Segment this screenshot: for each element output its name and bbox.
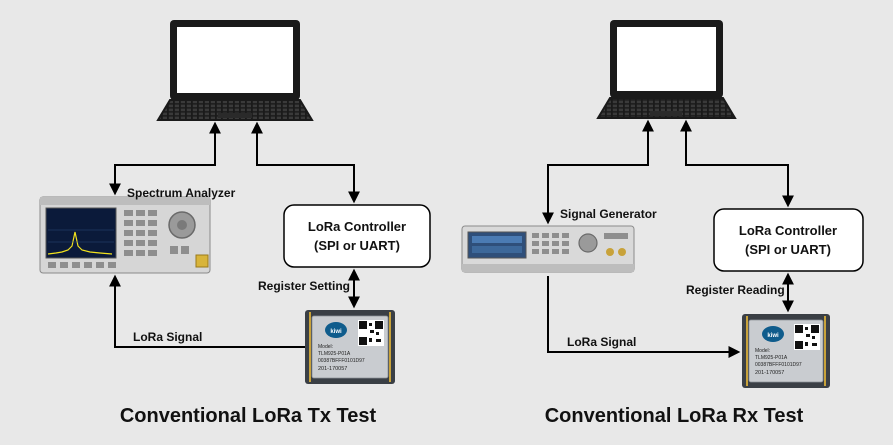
- chip-serial: 201-170057: [318, 366, 347, 372]
- chip-brand: kiwi: [767, 333, 779, 339]
- register-label-tx: Register Setting: [258, 279, 350, 293]
- signal-label-tx: LoRa Signal: [133, 330, 202, 344]
- laptop-icon: [156, 20, 314, 121]
- signal-generator-icon: [461, 225, 635, 273]
- qr-code-icon: [794, 324, 820, 350]
- chip-model-label: Model:: [755, 348, 770, 354]
- lora-controller-box: [283, 204, 431, 268]
- controller-line1: LoRa Controller: [308, 219, 406, 234]
- chip-serial: 201-170057: [755, 370, 784, 376]
- instrument-label-rx: Signal Generator: [560, 207, 657, 221]
- title-rx: Conventional LoRa Rx Test: [545, 405, 804, 427]
- qr-code-icon: [358, 320, 384, 346]
- lora-module-icon: kiwi Model: TLM925-P01A 00387BFFF0101D97…: [305, 310, 395, 384]
- signal-label-rx: LoRa Signal: [567, 335, 636, 349]
- lora-controller-box: [713, 208, 864, 272]
- spectrum-analyzer-icon: [39, 196, 211, 274]
- controller-line2: (SPI or UART): [745, 242, 831, 257]
- instrument-label-tx: Spectrum Analyzer: [127, 186, 236, 200]
- tx-connectors: [109, 121, 360, 348]
- register-label-rx: Register Reading: [686, 283, 785, 297]
- controller-line2: (SPI or UART): [314, 238, 400, 253]
- chip-id: 00387BFFF0101D97: [318, 358, 365, 364]
- laptop-icon: [596, 20, 737, 119]
- chip-model: TLM925-P01A: [318, 351, 351, 357]
- title-tx: Conventional LoRa Tx Test: [120, 405, 377, 427]
- chip-model: TLM925-P01A: [755, 355, 788, 361]
- lora-module-icon: kiwi Model: TLM925-P01A 00387BFFF0101D97…: [742, 314, 830, 388]
- rx-connectors: [542, 119, 794, 358]
- controller-line1: LoRa Controller: [739, 223, 837, 238]
- chip-id: 00387BFFF0101D97: [755, 362, 802, 368]
- chip-brand: kiwi: [330, 329, 342, 335]
- chip-model-label: Model:: [318, 344, 333, 350]
